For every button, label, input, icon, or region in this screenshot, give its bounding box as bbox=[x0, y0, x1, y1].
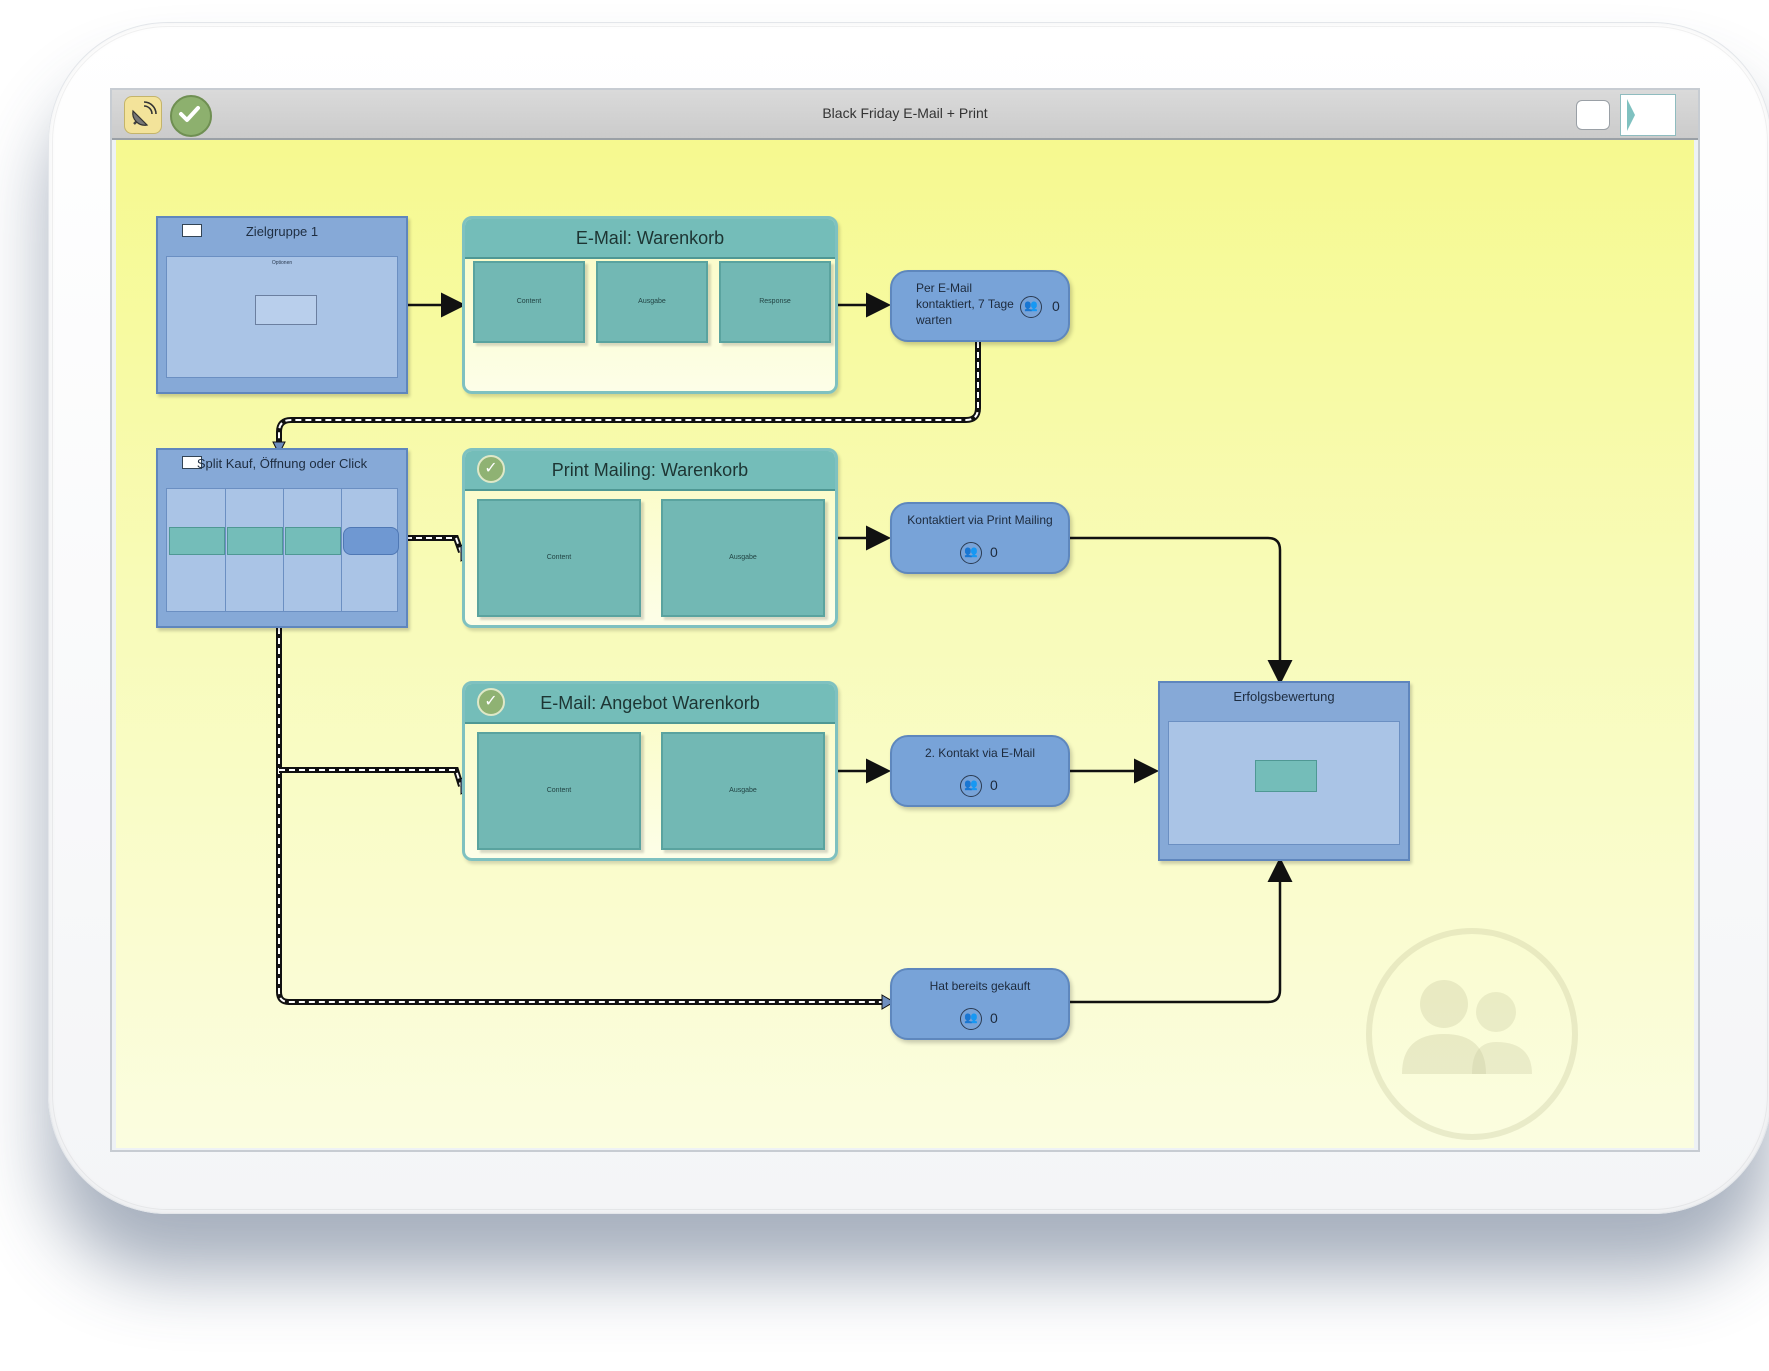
node-title: Zielgruppe 1 bbox=[245, 224, 319, 239]
node-count: 0 bbox=[990, 777, 998, 793]
node-label: 2. Kontakt via E-Mail bbox=[924, 746, 1036, 760]
node-preview bbox=[1168, 721, 1400, 845]
title-bar: Black Friday E-Mail + Print bbox=[112, 90, 1698, 140]
users-watermark-icon bbox=[1366, 928, 1578, 1140]
check-icon: ✓ bbox=[477, 688, 505, 716]
step-output[interactable]: Ausgabe bbox=[661, 732, 825, 850]
window-title: Black Friday E-Mail + Print bbox=[822, 105, 988, 121]
split-node[interactable]: Split Kauf, Öffnung oder Click bbox=[156, 448, 408, 628]
contact-email2-node[interactable]: 2. Kontakt via E-Mail 👥 0 bbox=[890, 735, 1070, 807]
node-label: Per E-Mail kontaktiert, 7 Tage warten bbox=[916, 281, 1014, 327]
group-title: E-Mail: Angebot Warenkorb bbox=[465, 684, 835, 724]
check-icon: ✓ bbox=[477, 455, 505, 483]
preview-widget bbox=[1255, 760, 1317, 792]
group-title: E-Mail: Warenkorb bbox=[465, 219, 835, 259]
already-bought-node[interactable]: Hat bereits gekauft 👥 0 bbox=[890, 968, 1070, 1040]
column-divider bbox=[225, 489, 226, 611]
split-branch-4 bbox=[343, 527, 399, 555]
step-output[interactable]: Ausgabe bbox=[596, 261, 708, 343]
step-content[interactable]: Content bbox=[473, 261, 585, 343]
step-content[interactable]: Content bbox=[477, 732, 641, 850]
step-response[interactable]: Response bbox=[719, 261, 831, 343]
node-logo-icon bbox=[182, 456, 202, 469]
target-group-node[interactable]: Zielgruppe 1 Optionen bbox=[156, 216, 408, 394]
window-toggle-button[interactable] bbox=[1576, 100, 1610, 130]
column-divider bbox=[341, 489, 342, 611]
preview-widget bbox=[255, 295, 317, 325]
panel-toggle-button[interactable] bbox=[1620, 94, 1676, 136]
preview-label: Optionen bbox=[271, 260, 293, 266]
node-label: Kontaktiert via Print Mailing bbox=[907, 513, 1053, 527]
satellite-dish-icon[interactable] bbox=[124, 96, 162, 134]
node-count: 0 bbox=[990, 1010, 998, 1026]
node-title: Split Kauf, Öffnung oder Click bbox=[196, 456, 368, 471]
wait-email-node[interactable]: Per E-Mail kontaktiert, 7 Tage warten 👥 … bbox=[890, 270, 1070, 342]
group-icon: 👥 bbox=[1020, 296, 1042, 318]
group-icon: 👥 bbox=[960, 1008, 982, 1030]
node-title: Erfolgsbewertung bbox=[1233, 689, 1335, 704]
group-icon: 👥 bbox=[960, 542, 982, 564]
split-branch-3 bbox=[285, 527, 341, 555]
split-branch-2 bbox=[227, 527, 283, 555]
email-offer-group[interactable]: E-Mail: Angebot Warenkorb ✓ Content Ausg… bbox=[462, 681, 838, 861]
group-title: Print Mailing: Warenkorb bbox=[465, 451, 835, 491]
email-cart-group[interactable]: E-Mail: Warenkorb Content Ausgabe Respon… bbox=[462, 216, 838, 394]
check-icon[interactable] bbox=[170, 95, 212, 137]
node-count: 0 bbox=[1052, 298, 1060, 314]
group-icon: 👥 bbox=[960, 775, 982, 797]
print-cart-group[interactable]: Print Mailing: Warenkorb ✓ Content Ausga… bbox=[462, 448, 838, 628]
workflow-canvas[interactable]: Zielgruppe 1 Optionen E-Mail: Warenkorb … bbox=[116, 140, 1694, 1148]
node-preview: Optionen bbox=[166, 256, 398, 378]
connector-lines bbox=[272, 288, 1293, 1010]
step-content[interactable]: Content bbox=[477, 499, 641, 617]
app-window: Black Friday E-Mail + Print bbox=[110, 88, 1700, 1152]
column-divider bbox=[283, 489, 284, 611]
contact-print-node[interactable]: Kontaktiert via Print Mailing 👥 0 bbox=[890, 502, 1070, 574]
node-preview bbox=[166, 488, 399, 612]
success-evaluation-node[interactable]: Erfolgsbewertung bbox=[1158, 681, 1410, 861]
split-branch-1 bbox=[169, 527, 225, 555]
step-output[interactable]: Ausgabe bbox=[661, 499, 825, 617]
node-count: 0 bbox=[990, 544, 998, 560]
node-logo-icon bbox=[182, 224, 202, 237]
node-label: Hat bereits gekauft bbox=[929, 979, 1031, 993]
